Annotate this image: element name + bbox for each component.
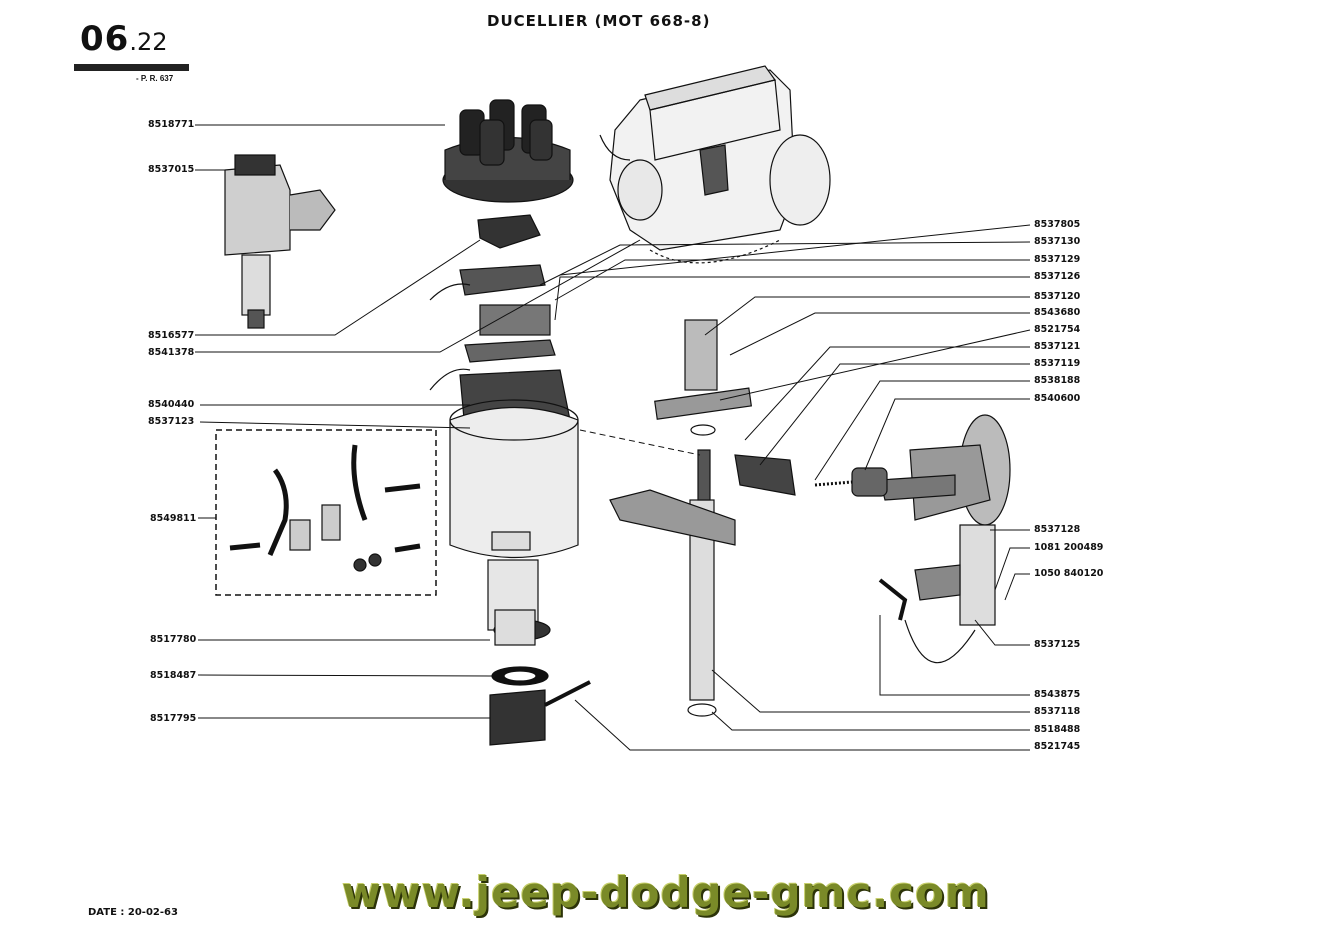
watermark-url: www.jeep-dodge-gmc.com xyxy=(342,868,990,917)
part-label: 8518487 xyxy=(150,670,197,681)
part-label: 8521754 xyxy=(1034,324,1081,335)
date-stamp: DATE : 20-02-63 xyxy=(88,907,178,918)
inset-parts-illustration xyxy=(229,444,421,572)
inset-frame xyxy=(215,429,437,596)
part-label: 8543680 xyxy=(1034,307,1081,318)
drive-shaft-illustration xyxy=(609,319,796,717)
part-label: 8537128 xyxy=(1034,524,1081,535)
part-label: 8541378 xyxy=(148,347,195,358)
part-label: 8516577 xyxy=(148,330,195,341)
part-label: 8540600 xyxy=(1034,393,1081,404)
section-number: 06.22 xyxy=(80,22,168,56)
leader-lines-left xyxy=(195,124,1030,751)
section-major: 06 xyxy=(80,19,130,59)
part-label: 8517795 xyxy=(150,713,197,724)
part-label: 8521745 xyxy=(1034,741,1081,752)
part-label: 8537805 xyxy=(1034,219,1081,230)
part-label: 8537123 xyxy=(148,416,195,427)
part-label: 8537125 xyxy=(1034,639,1081,650)
engine-illustration xyxy=(599,65,831,264)
part-label: 8537015 xyxy=(148,164,195,175)
distributor-cap-illustration xyxy=(442,99,574,249)
distributor-assembly-illustration xyxy=(224,154,336,329)
vacuum-unit-illustration xyxy=(814,414,1011,664)
reference-number: - P. R. 637 xyxy=(136,74,174,83)
part-label: 8537120 xyxy=(1034,291,1081,302)
part-label: 8537129 xyxy=(1034,254,1081,265)
distributor-body-illustration xyxy=(449,399,591,746)
part-label: 8540440 xyxy=(148,399,195,410)
part-label: 8537118 xyxy=(1034,706,1081,717)
part-label: 1081 200489 xyxy=(1034,542,1104,553)
part-label: 8537121 xyxy=(1034,341,1081,352)
part-label: 8517780 xyxy=(150,634,197,645)
part-label: 8543875 xyxy=(1034,689,1081,700)
part-label: 1050 840120 xyxy=(1034,568,1104,579)
part-label: 8537126 xyxy=(1034,271,1081,282)
section-minor: .22 xyxy=(129,28,168,56)
page-title: DUCELLIER (MOT 668-8) xyxy=(487,12,711,30)
part-label: 8537130 xyxy=(1034,236,1081,247)
part-label: 8518488 xyxy=(1034,724,1081,735)
part-label: 8537119 xyxy=(1034,358,1081,369)
leader-lines-right xyxy=(539,224,1031,731)
part-label: 8538188 xyxy=(1034,375,1081,386)
part-label: 8549811 xyxy=(150,513,197,524)
section-underline xyxy=(74,64,189,71)
part-label: 8518771 xyxy=(148,119,195,130)
